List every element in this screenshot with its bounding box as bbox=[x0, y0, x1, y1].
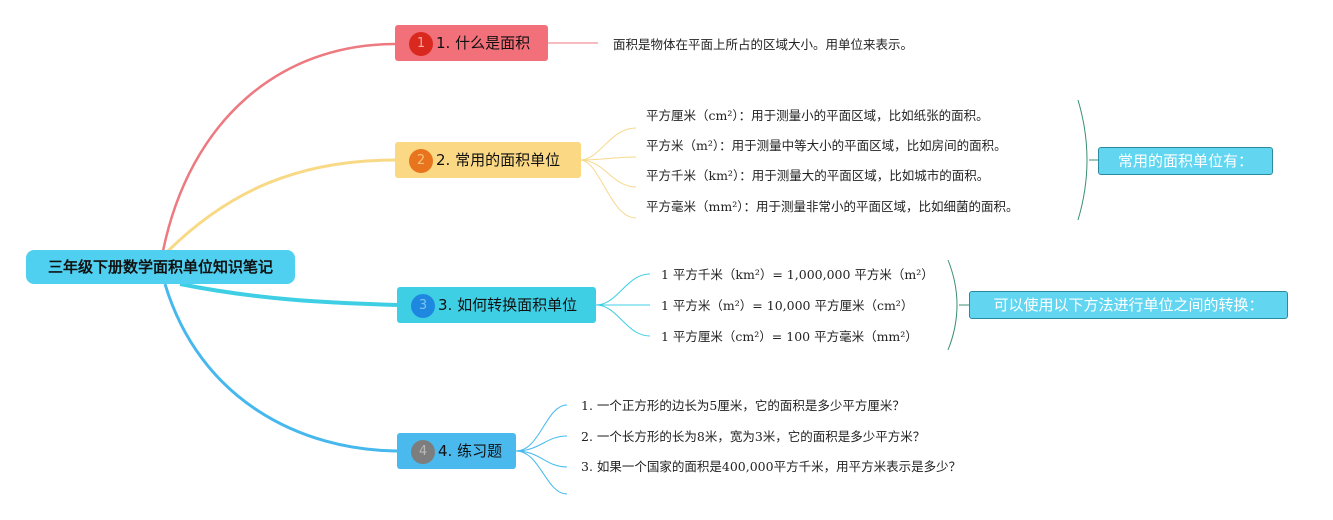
bracket-b2-summary bbox=[1077, 99, 1088, 221]
leaf-cm2-to-mm2[interactable]: 1 平方厘米（cm²）= 100 平方毫米（mm²） bbox=[661, 329, 918, 344]
connector-root-b3 bbox=[179, 282, 398, 307]
leaf-km2-to-m2[interactable]: 1 平方千米（km²）= 1,000,000 平方米（m²） bbox=[661, 267, 934, 282]
number-4-icon: 4 bbox=[411, 439, 435, 464]
number-1-icon: 1 bbox=[409, 31, 433, 56]
number-3-icon: 3 bbox=[411, 293, 435, 318]
summary-common-units[interactable]: 常用的面积单位有： bbox=[1098, 147, 1273, 175]
leaf-m2-to-cm2[interactable]: 1 平方米（m²）= 10,000 平方厘米（cm²） bbox=[661, 298, 914, 313]
leaf-square-millimeter[interactable]: 平方毫米（mm²）：用于测量非常小的平面区域，比如细菌的面积。 bbox=[646, 199, 1019, 214]
branch-label: 4. 练习题 bbox=[438, 442, 503, 460]
connectors-b4-leaves bbox=[515, 404, 568, 495]
bracket-b3-summary bbox=[947, 259, 958, 351]
summary-convert-units[interactable]: 可以使用以下方法进行单位之间的转换： bbox=[969, 291, 1288, 319]
leaf-area-definition[interactable]: 面积是物体在平面上所占的区域大小。用单位来表示。 bbox=[613, 37, 914, 52]
connector-root-b1 bbox=[161, 42, 396, 252]
leaf-square-centimeter[interactable]: 平方厘米（cm²）：用于测量小的平面区域，比如纸张的面积。 bbox=[646, 108, 989, 123]
leaf-exercise-3[interactable]: 3. 如果一个国家的面积是400,000平方千米，用平方米表示是多少？ bbox=[581, 459, 962, 474]
root-title: 三年级下册数学面积单位知识笔记 bbox=[47, 258, 273, 276]
connectors-b2-leaves bbox=[579, 127, 637, 219]
branch-label: 3. 如何转换面积单位 bbox=[438, 296, 578, 314]
leaf-square-kilometer[interactable]: 平方千米（km²）：用于测量大的平面区域，比如城市的面积。 bbox=[646, 168, 990, 183]
number-2-icon: 2 bbox=[409, 148, 433, 173]
leaf-exercise-1[interactable]: 1. 一个正方形的边长为5厘米，它的面积是多少平方厘米？ bbox=[581, 398, 905, 413]
leaf-square-meter[interactable]: 平方米（m²）：用于测量中等大小的平面区域，比如房间的面积。 bbox=[646, 138, 1007, 153]
connectors-b3-leaves bbox=[595, 273, 651, 337]
leaf-exercise-2[interactable]: 2. 一个长方形的长为8米，宽为3米，它的面积是多少平方米？ bbox=[581, 429, 926, 444]
branch-label: 2. 常用的面积单位 bbox=[436, 151, 561, 169]
branch-label: 1. 什么是面积 bbox=[436, 34, 531, 52]
connector-root-b2 bbox=[166, 158, 396, 253]
root-node[interactable]: 三年级下册数学面积单位知识笔记 bbox=[26, 250, 295, 284]
connector-root-b4 bbox=[163, 283, 398, 453]
